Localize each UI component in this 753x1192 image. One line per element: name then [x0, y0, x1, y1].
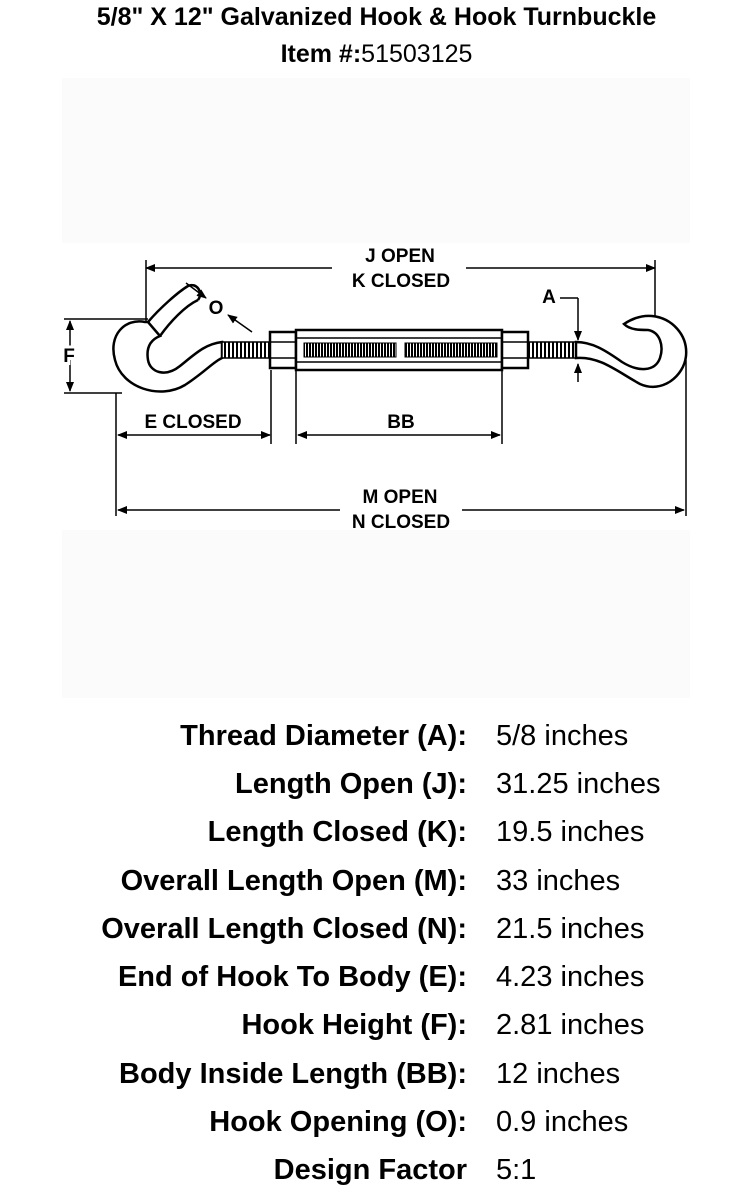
spec-label: End of Hook To Body (E):: [117, 961, 467, 993]
spec-value: 4.23 inches: [496, 961, 645, 993]
spec-value: 2.81 inches: [496, 1009, 645, 1041]
item-number-line: Item #:51503125: [0, 39, 753, 69]
dimension-f: F: [60, 318, 148, 394]
spec-label: Hook Height (F):: [241, 1009, 467, 1041]
body-left-nut: [268, 330, 298, 370]
body-thread-right: [404, 342, 498, 358]
spec-label: Length Closed (K):: [207, 816, 467, 848]
dimension-j-k: J OPEN K CLOSED: [145, 246, 656, 322]
right-thread: [527, 341, 577, 359]
turnbuckle-diagram: J OPEN K CLOSED O A F: [60, 246, 688, 533]
spec-value: 12 inches: [496, 1058, 621, 1090]
dimension-bb: BB: [295, 370, 503, 444]
spec-label: Length Open (J):: [235, 768, 467, 800]
right-hook: [574, 314, 688, 389]
item-number: 51503125: [361, 40, 473, 68]
turnbuckle-drawing: [112, 283, 688, 393]
diagram-background-bottom: [62, 530, 690, 698]
label-o: O: [209, 298, 224, 319]
spec-row: End of Hook To Body (E): 4.23 inches: [0, 955, 753, 999]
spec-value: 5/8 inches: [496, 720, 629, 752]
label-e-closed: E CLOSED: [144, 412, 241, 433]
spec-row: Hook Height (F): 2.81 inches: [0, 1003, 753, 1047]
spec-label: Overall Length Closed (N):: [101, 913, 467, 945]
label-bb: BB: [387, 412, 414, 433]
spec-row: Overall Length Open (M): 33 inches: [0, 859, 753, 903]
dimension-e: E CLOSED: [115, 370, 272, 516]
spec-value: 0.9 inches: [496, 1106, 629, 1138]
label-j-open: J OPEN: [365, 246, 435, 267]
spec-value: 5:1: [496, 1154, 537, 1186]
product-title: 5/8" X 12" Galvanized Hook & Hook Turnbu…: [96, 3, 657, 31]
spec-row: Length Closed (K): 19.5 inches: [0, 810, 753, 854]
label-a: A: [542, 287, 556, 308]
spec-row: Design Factor 5:1: [0, 1148, 753, 1192]
label-m-open: M OPEN: [363, 487, 438, 508]
spec-value: 19.5 inches: [496, 816, 645, 848]
spec-label: Hook Opening (O):: [209, 1106, 467, 1138]
label-n-closed: N CLOSED: [352, 512, 450, 533]
spec-row: Thread Diameter (A): 5/8 inches: [0, 714, 753, 758]
spec-row: Hook Opening (O): 0.9 inches: [0, 1100, 753, 1144]
left-hook: [112, 320, 224, 393]
dimension-a: A: [542, 287, 582, 382]
spec-row: Body Inside Length (BB): 12 inches: [0, 1052, 753, 1096]
body-right-nut: [500, 330, 530, 370]
spec-row: Overall Length Closed (N): 21.5 inches: [0, 907, 753, 951]
spec-value: 33 inches: [496, 865, 621, 897]
dimension-m-n: M OPEN N CLOSED: [117, 360, 687, 533]
spec-value: 31.25 inches: [496, 768, 661, 800]
spec-label: Overall Length Open (M):: [120, 865, 467, 897]
spec-value: 21.5 inches: [496, 913, 645, 945]
spec-label: Thread Diameter (A):: [180, 720, 467, 752]
diagram-background-top: [62, 78, 690, 243]
spec-label: Design Factor: [273, 1154, 467, 1186]
label-f: F: [63, 346, 75, 367]
body-thread-left: [303, 342, 397, 358]
dimension-o: O: [185, 282, 253, 333]
spec-row: Length Open (J): 31.25 inches: [0, 762, 753, 806]
left-thread: [221, 341, 271, 359]
item-label: Item #:: [280, 40, 362, 68]
label-k-closed: K CLOSED: [352, 271, 450, 292]
spec-label: Body Inside Length (BB):: [119, 1058, 467, 1090]
